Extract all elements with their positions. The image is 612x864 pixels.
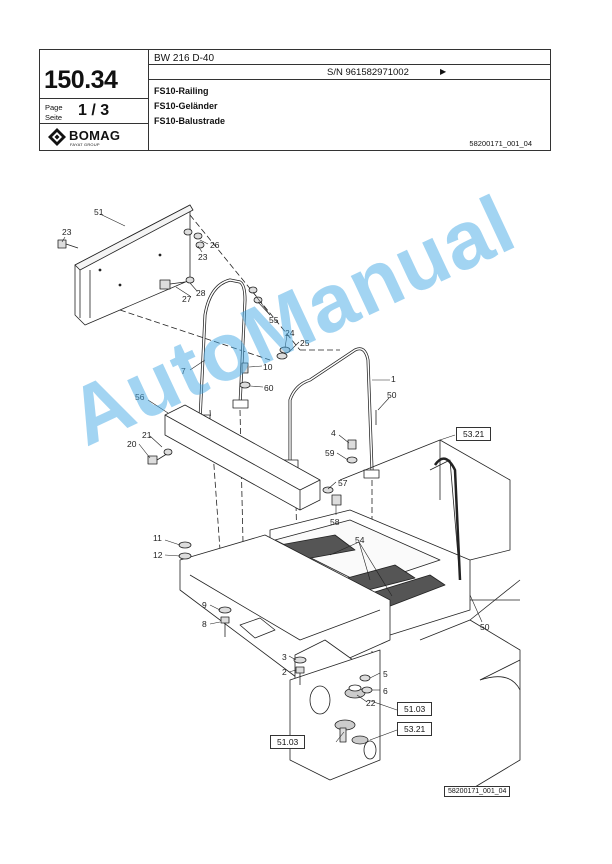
bolt-part xyxy=(147,448,173,465)
callout-56: 56 xyxy=(135,392,145,402)
serial-arrow-icon[interactable]: ▶ xyxy=(440,67,447,76)
callout-22: 22 xyxy=(366,698,376,708)
header-block: BW 216 D-40 150.34 Page Seite 1 / 3 BOMA… xyxy=(39,49,551,151)
callout-55: 55 xyxy=(269,315,279,325)
callout-23: 23 xyxy=(198,252,208,262)
header-divider xyxy=(148,79,550,80)
callout-12: 12 xyxy=(153,550,163,560)
callout-3: 3 xyxy=(282,652,287,662)
bolt-part xyxy=(183,228,205,249)
railing-left-part xyxy=(194,278,249,424)
callout-54: 54 xyxy=(355,535,365,545)
callout-6: 6 xyxy=(383,686,388,696)
callout-51: 51 xyxy=(94,207,104,217)
callout-28: 28 xyxy=(196,288,206,298)
ref-box-51-03[interactable]: 51.03 xyxy=(270,735,306,749)
title-fr: FS10-Balustrade xyxy=(154,116,226,126)
callout-11: 11 xyxy=(153,533,162,543)
side-panel-part xyxy=(74,204,194,326)
callout-4: 4 xyxy=(331,428,336,438)
model-name: BW 216 D-40 xyxy=(154,53,215,64)
callout-57: 57 xyxy=(338,478,348,488)
callout-20: 20 xyxy=(127,439,137,449)
callout-1: 1 xyxy=(391,374,396,384)
frame-lower-part xyxy=(179,534,391,781)
callout-8: 8 xyxy=(202,619,207,629)
callout-58: 58 xyxy=(330,517,340,527)
callout-7: 7 xyxy=(181,366,186,376)
callout-50: 50 xyxy=(387,390,397,400)
leader-lines xyxy=(61,213,483,743)
callout-50: 50 xyxy=(480,622,490,632)
railing-right-part xyxy=(282,347,380,479)
serial-number: S/N 961582971002 xyxy=(327,67,409,78)
page-label: Page Seite xyxy=(45,103,63,123)
bomag-logo: BOMAG FAYAT GROUP xyxy=(48,128,138,148)
callout-23: 23 xyxy=(62,227,72,237)
header-divider xyxy=(40,98,148,99)
bolt-part xyxy=(159,276,195,290)
header-divider xyxy=(148,64,550,65)
logo-subtext: FAYAT GROUP xyxy=(70,142,100,147)
callout-10: 10 xyxy=(263,362,273,372)
ref-box-53-21[interactable]: 53.21 xyxy=(456,427,492,441)
page-label-de: Seite xyxy=(45,113,63,122)
title-en: FS10-Railing xyxy=(154,86,209,96)
callout-27: 27 xyxy=(182,294,192,304)
callout-2: 2 xyxy=(282,667,287,677)
callout-60: 60 xyxy=(264,383,274,393)
fastener-group xyxy=(178,286,377,694)
crossbeam-part xyxy=(164,404,321,511)
callout-59: 59 xyxy=(325,448,335,458)
title-de: FS10-Geländer xyxy=(154,101,218,111)
ref-box-53-21[interactable]: 53.21 xyxy=(397,722,433,736)
bolt-part xyxy=(57,239,79,249)
callout-9: 9 xyxy=(202,600,207,610)
doc-reference: 58200171_001_04 xyxy=(469,139,532,148)
bomag-diamond-icon xyxy=(48,128,66,146)
callout-21: 21 xyxy=(142,430,152,440)
callout-26: 26 xyxy=(210,240,220,250)
ref-box-51-03[interactable]: 51.03 xyxy=(397,702,433,716)
header-divider xyxy=(40,123,148,124)
page-number: 150.34 xyxy=(44,66,118,94)
rubber-mount-part xyxy=(334,684,369,745)
callout-24: 24 xyxy=(285,328,295,338)
page-label-en: Page xyxy=(45,103,63,112)
page-value: 1 / 3 xyxy=(78,102,110,119)
footer-reference: 58200171_001_04 xyxy=(444,786,511,797)
logo-word: BOMAG xyxy=(69,128,121,143)
callout-25: 25 xyxy=(300,338,310,348)
callout-5: 5 xyxy=(383,669,388,679)
header-divider-vertical xyxy=(148,50,149,150)
